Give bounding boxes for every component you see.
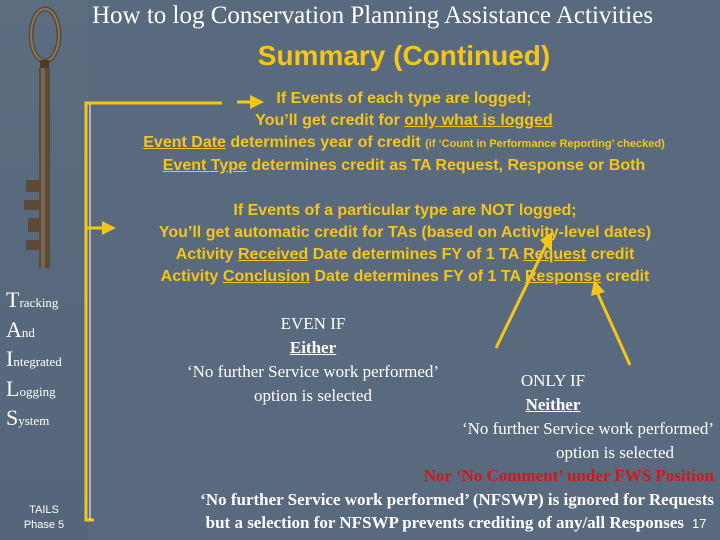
only-if-heading: ONLY IF xyxy=(520,371,586,390)
tails-big-i: I xyxy=(6,346,14,371)
tails-letter-a: And xyxy=(6,315,90,345)
page-number: 17 xyxy=(692,516,707,531)
either-term: Either xyxy=(289,338,337,357)
logged-events-block: If Events of each type are logged; You’l… xyxy=(88,88,720,177)
even-if-selected: option is selected xyxy=(253,386,373,405)
even-if-block: EVEN IF Either ‘No further Service work … xyxy=(142,312,484,408)
not-logged-events-block: If Events of a particular type are NOT l… xyxy=(92,200,718,288)
logged-line-4-text: determines credit as TA Request, Respons… xyxy=(246,157,646,174)
only-if-block: ONLY IF Neither xyxy=(486,369,620,417)
slide-title: How to log Conservation Planning Assista… xyxy=(92,2,654,29)
tails-letter-i: Integrated xyxy=(6,344,90,374)
bottom-line-2: option is selected xyxy=(555,442,674,462)
bottom-line-1: ‘No further Service work performed’ xyxy=(461,419,714,438)
tails-letter-t: Tracking xyxy=(6,285,90,315)
logged-line-2: You’ll get credit for only what is logge… xyxy=(88,110,720,132)
event-type-term: Event Type xyxy=(162,157,247,174)
bottom-block: ‘No further Service work performed’ opti… xyxy=(100,417,714,535)
received-term: Received xyxy=(237,246,309,263)
tails-big-t: T xyxy=(6,287,20,312)
tails-big-l: L xyxy=(6,375,20,401)
tails-rest-s: ystem xyxy=(18,413,50,428)
not-logged-line-4: Activity Conclusion Date determines FY o… xyxy=(92,266,718,288)
not-logged-line-3: Activity Received Date determines FY of … xyxy=(92,244,718,266)
tails-big-s: S xyxy=(6,405,19,430)
logged-line-3-text: determines year of credit xyxy=(225,134,426,151)
tails-rest-i: ntegrated xyxy=(13,354,62,369)
bottom-line-3: Nor ‘No Comment’ under FWS Position xyxy=(423,466,714,485)
logged-line-4: Event Type determines credit as TA Reque… xyxy=(88,155,720,177)
tails-letter-l: Logging xyxy=(6,374,90,404)
event-date-term: Event Date xyxy=(143,134,226,151)
tails-rest-a: nd xyxy=(21,324,35,340)
tails-rest-l: ogging xyxy=(19,383,56,399)
bottom-line-4: ‘No further Service work performed’ (NFS… xyxy=(200,489,714,509)
main-panel xyxy=(88,0,720,540)
nl3e: credit xyxy=(586,246,635,263)
logged-line-3: Event Date determines year of credit (if… xyxy=(88,132,720,155)
footer-label: TAILS Phase 5 xyxy=(18,503,70,533)
even-if-heading: EVEN IF xyxy=(280,314,346,333)
logged-line-2-emphasis: only what is logged xyxy=(404,112,553,129)
nl4a: Activity xyxy=(160,268,223,285)
even-if-option: ‘No further Service work performed’ xyxy=(186,362,440,381)
tails-big-a: A xyxy=(6,316,22,342)
request-term: Request xyxy=(523,246,587,263)
logged-line-1: If Events of each type are logged; xyxy=(276,90,532,107)
conclusion-term: Conclusion xyxy=(222,268,310,285)
nl3c: Date determines FY of 1 TA xyxy=(308,246,524,263)
key-icon xyxy=(24,6,62,268)
tails-acronym: Tracking And Integrated Logging System xyxy=(6,285,90,433)
logged-line-2-text: You’ll get credit for xyxy=(255,112,405,129)
footer-phase: Phase 5 xyxy=(23,519,65,531)
tails-rest-t: racking xyxy=(19,295,59,310)
bottom-line-5: but a selection for NFSWP prevents credi… xyxy=(205,513,684,532)
nl4c: Date determines FY of 1 TA xyxy=(310,268,525,285)
nl4e: credit xyxy=(601,268,650,285)
tails-letter-s: System xyxy=(6,403,90,433)
nl3a: Activity xyxy=(175,246,238,263)
response-term: Response xyxy=(524,268,602,285)
footer-tails: TAILS xyxy=(29,504,59,516)
not-logged-line-2: You’ll get automatic credit for TAs (bas… xyxy=(158,224,652,241)
logged-line-3-note: (if ‘Count in Performance Reporting’ che… xyxy=(425,138,665,150)
not-logged-line-1: If Events of a particular type are NOT l… xyxy=(233,202,577,219)
slide-subtitle: Summary (Continued) xyxy=(257,40,551,71)
neither-term: Neither xyxy=(525,395,581,414)
